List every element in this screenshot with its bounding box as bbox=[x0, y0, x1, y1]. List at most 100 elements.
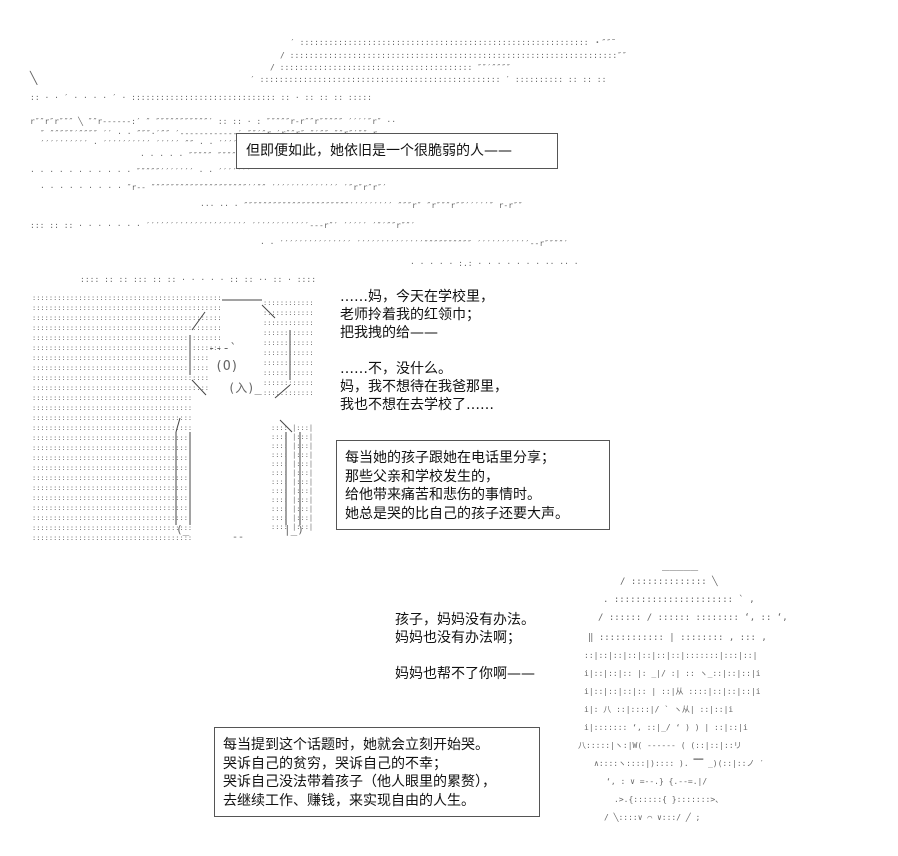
art-glyph: / ╲::::∨ ⌒ ∨:::/ ╱ ; bbox=[604, 812, 700, 822]
art-glyph: :::::::::::::::::::::::::::::::::::::: bbox=[32, 494, 192, 502]
art-glyph: .>.{::::::{ }:::::::>、 bbox=[614, 795, 723, 804]
narration-line: 她总是哭的比自己的孩子还要大声。 bbox=[345, 505, 569, 522]
art-glyph: :::::::::::::::::::::::::::::::::::::: bbox=[32, 414, 192, 422]
art-stroke bbox=[279, 419, 293, 433]
art-glyph: ‐‐‐` bbox=[208, 341, 237, 355]
art-glyph: :::::::::::::::::::::::::::::::::::::: bbox=[32, 484, 192, 492]
caption-text: 但即便如此，她依旧是一个很脆弱的人—— bbox=[246, 143, 512, 159]
art-glyph: :::: |:::| bbox=[271, 505, 313, 513]
art-glyph: ::::::::::::::::::::::::::::::::::::::::… bbox=[32, 354, 209, 362]
art-glyph: :::::::::::: bbox=[263, 319, 314, 327]
art-glyph: · · ′′′′′′′′′′′′′′′ ′′′′′′′′′′′′′′″″″″″″… bbox=[260, 239, 568, 248]
art-glyph: ::::::::::::::::::::::::::::::::::::::::… bbox=[32, 304, 222, 312]
art-glyph: ╲ bbox=[29, 70, 38, 85]
dialogue-line: ……不，没什么。 bbox=[340, 361, 452, 377]
art-stroke bbox=[191, 311, 206, 331]
art-glyph: . :::::::::::::::::::::: ` , bbox=[603, 594, 755, 605]
art-glyph: ‘, : ∨ =‐‐.} {.‐‐=.|/ bbox=[606, 777, 707, 786]
art-glyph: i|::|::|:: |: _|/ :| :: ヽ_::|::|::|i bbox=[584, 669, 761, 678]
art-glyph: / :::::::::::::: ╲ bbox=[620, 575, 718, 587]
art-glyph: :::::::::::::::::::::::::::::::::::::: bbox=[32, 394, 192, 402]
art-glyph: :::::::::::: bbox=[263, 349, 314, 357]
art-glyph: i|: 八 ::|::::|/ ` ヽ从| ::|::|i bbox=[584, 704, 733, 714]
art-glyph: :::::::::::::::::::::::::::::::::::::: bbox=[32, 444, 192, 452]
narration-line: 哭诉自己没法带着孩子（他人眼里的累赘）， bbox=[223, 774, 496, 790]
art-glyph: / :::::: / :::::: :::::::: ‘, :: ‘, bbox=[598, 613, 788, 623]
art-glyph: :::::::::::: bbox=[263, 359, 314, 367]
dialogue-line: 我也不想在去学校了…… bbox=[340, 397, 494, 413]
art-glyph: ::::::::::::::::::::::::::::::::::::::::… bbox=[32, 334, 222, 342]
art-glyph: ::::::::::::::::::::::::::::::::::::::::… bbox=[32, 294, 222, 302]
art-glyph: :::::::::::: bbox=[263, 339, 314, 347]
art-glyph: :::::::::::::::::::::::::::::::::::::: bbox=[32, 524, 192, 532]
art-glyph: :::::::::::: bbox=[263, 299, 314, 307]
art-glyph: :::::::::::: bbox=[263, 329, 314, 337]
art-glyph: 八:::::|ヽ:|W( ‐‐‐‐‐‐ ( (::|::|::リ bbox=[578, 741, 742, 750]
art-glyph: (入)_ bbox=[228, 381, 262, 395]
art-glyph: ‖ :::::::::::: | :::::::: , ::: , bbox=[588, 633, 767, 643]
narration-line: 哭诉自己的贫穷，哭诉自己的不幸； bbox=[223, 755, 447, 772]
art-glyph: :::: :: :: ::: :: :: · · · · · :: :: ·· … bbox=[80, 275, 316, 284]
art-glyph: :::::::::::::::::::::::::::::::::::::: bbox=[32, 404, 192, 412]
art-glyph: :::: |:::| bbox=[271, 460, 313, 468]
art-glyph: i|::|::|::|:: | ::|从 ::::|::|::|::|i bbox=[584, 687, 761, 696]
narration-box-bottom: 每当提到这个话题时，她就会立刻开始哭。 哭诉自己的贫穷，哭诉自己的不幸； 哭诉自… bbox=[214, 727, 540, 817]
art-glyph: :::::::::::: bbox=[263, 389, 314, 397]
dialogue-line: 妈妈也没有办法啊； bbox=[395, 630, 521, 646]
art-glyph: ::|::|::|::|::|::|::|:::::::|:::|::| bbox=[584, 651, 757, 660]
art-glyph: :: · · ′ · · · · ′ · :::::::::::::::::::… bbox=[30, 93, 372, 102]
art-stroke bbox=[261, 304, 276, 319]
art-glyph: :::: |:::| bbox=[271, 478, 313, 486]
art-stroke bbox=[191, 379, 207, 396]
art-glyph: :::: |:::| bbox=[271, 487, 313, 495]
dialogue-line: 老师拎着我的红领巾； bbox=[340, 307, 480, 323]
dialogue-line: 妈，我不想待在我爸那里， bbox=[340, 379, 508, 395]
art-stroke bbox=[274, 384, 291, 399]
art-glyph: (O) bbox=[215, 359, 238, 374]
art-glyph: ::::::::::::::::::::::::::::::::::::::::… bbox=[32, 314, 222, 322]
art-glyph: ″ ″″″″″′″″″″ ′′ · · ″″″·′″″ ′‐‐‐‐‐‐‐‐‐‐‐… bbox=[40, 129, 377, 138]
narration-line: 每当她的孩子跟她在电话里分享； bbox=[345, 450, 555, 466]
narration-box-middle: 每当她的孩子跟她在电话里分享； 那些父亲和学校发生的， 给他带来痛苦和悲伤的事情… bbox=[336, 440, 610, 530]
art-glyph: ′′′′′′′′′′ · ′′′′′′′′′′ ′′′′′ ″″ · · ′′′… bbox=[40, 139, 373, 148]
art-glyph: ::::::::::::::::::::::::::::::::::::::::… bbox=[32, 384, 209, 392]
narration-line: 去继续工作、赚钱，来实现自由的人生。 bbox=[223, 792, 475, 809]
art-glyph: :::::::::::::::::::::::::::::::::::::: bbox=[32, 464, 192, 472]
art-glyph: i|::::::: ‘, ::|_/ ‘ ) ) | ::|::|i bbox=[584, 723, 748, 732]
art-glyph: _____ bbox=[662, 557, 699, 571]
art-glyph: :::: |:::| bbox=[271, 433, 313, 441]
art-glyph: :::: |:::| bbox=[271, 514, 313, 522]
art-glyph: :::::::::::::::::::::::::::::::::::::: bbox=[32, 534, 192, 542]
art-glyph: · · · · · · · · · · · ″″″″″′′′′′′′ · · ′… bbox=[30, 167, 252, 176]
narration-line: 给他带来痛苦和悲伤的事情时。 bbox=[345, 487, 541, 503]
art-glyph: :::: |:::| bbox=[271, 496, 313, 504]
art-glyph: :::::::::::: bbox=[263, 379, 314, 387]
art-glyph: ··· ·· · ″″″″″″″″″″″″″″″″″″″″″″′′′′′′′′′… bbox=[200, 201, 523, 210]
art-glyph: · · · · · · · · · ″r‐‐ ″″″″″″″″″″″″″″″″″… bbox=[40, 183, 387, 192]
art-glyph: :::::::::::::::::::::::::::::::::::::: bbox=[32, 474, 192, 482]
caption-box-top: 但即便如此，她依旧是一个很脆弱的人—— bbox=[236, 133, 558, 169]
art-glyph: / ::::::::::::::::::::::::::::::::::::::… bbox=[280, 51, 627, 60]
dialogue-line: 孩子，妈妈没有办法。 bbox=[395, 612, 535, 628]
dialogue-line: 妈妈也帮不了你啊—— bbox=[395, 666, 535, 682]
art-glyph: :::::::::::::::::::::::::::::::::::::: bbox=[32, 514, 192, 522]
art-glyph: r″″r″r″″″ ╲ ″″r‐‐‐‐‐‐:′ ″ ″″″″″″″″″″″′ :… bbox=[30, 116, 396, 126]
art-glyph: ′ ::::::::::::::::::::::::::::::::::::::… bbox=[250, 75, 606, 84]
dialogue-line: 把我拽的给—— bbox=[340, 325, 438, 341]
art-glyph: ::::::::::::::::::::::::::::::::::::::::… bbox=[32, 364, 209, 372]
dialogue-line: ……妈，今天在学校里， bbox=[340, 289, 494, 305]
art-glyph: :::::::::::::::::::::::::::::::::::::: bbox=[32, 504, 192, 512]
art-glyph: :::: |:::| bbox=[271, 523, 313, 531]
narration-line: 每当提到这个话题时，她就会立刻开始哭。 bbox=[223, 737, 489, 753]
art-glyph: · · · · · :.: · · · · · · · ·· ·· · bbox=[410, 259, 579, 268]
art-glyph: ::::::::::::::::::::::::::::::::::::::::… bbox=[32, 374, 209, 382]
art-glyph: ::::::::::::::::::::::::::::::::::::::::… bbox=[32, 344, 222, 352]
art-glyph: ::::::::::::::::::::::::::::::::::::::::… bbox=[32, 324, 222, 332]
art-glyph: :::: |:::| bbox=[271, 451, 313, 459]
art-glyph: :::: |:::| bbox=[271, 424, 313, 432]
art-glyph: ::: :: :: · · · · · · · ′′′′′′′′′′′′′′′′… bbox=[30, 221, 415, 230]
narration-line: 那些父亲和学校发生的， bbox=[345, 468, 499, 485]
art-glyph: ‐‐ bbox=[232, 532, 244, 543]
art-glyph: ∧::::ヽ::::|):::: ). ▔▔ _)(::|::ノ ′ bbox=[594, 758, 764, 768]
